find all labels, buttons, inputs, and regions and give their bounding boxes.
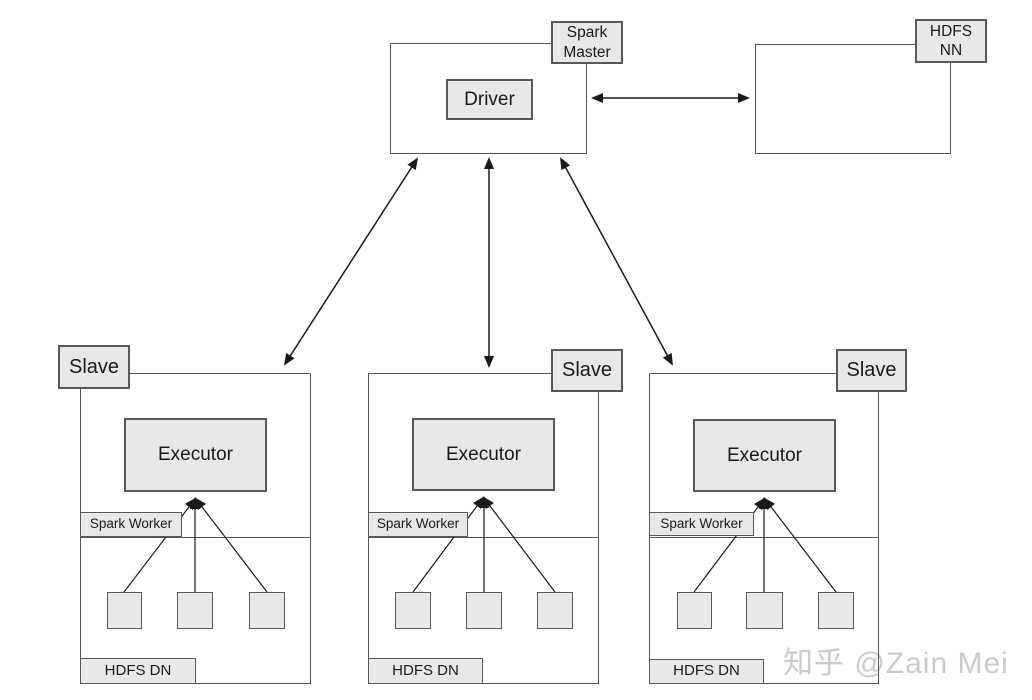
driver-box: Driver bbox=[446, 79, 533, 120]
spark-master-label-box: Spark Master bbox=[551, 21, 623, 64]
slave2-hdfs-dn-label: HDFS DN bbox=[392, 661, 459, 679]
slave2-task-box-3 bbox=[537, 592, 573, 629]
slave3-spark-worker-label: Spark Worker bbox=[660, 515, 743, 531]
slave3-label: Slave bbox=[846, 359, 897, 381]
slave2-spark-worker-label: Spark Worker bbox=[376, 516, 460, 532]
slave1-label: Slave bbox=[68, 355, 120, 378]
spark-master-label-line2: Master bbox=[563, 43, 611, 61]
slave3-task-box-3 bbox=[818, 592, 854, 629]
slave3-executor-box: Executor bbox=[693, 419, 836, 492]
slave2-label: Slave bbox=[561, 359, 613, 381]
arrow-driver-slave3 bbox=[560, 157, 673, 366]
slave1-task-box-1 bbox=[107, 592, 142, 629]
spark-master-node-box bbox=[390, 43, 587, 154]
slave2-spark-worker-label-box: Spark Worker bbox=[368, 512, 468, 537]
slave3-spark-worker-label-box: Spark Worker bbox=[649, 512, 754, 536]
line-slave2-task1-executor bbox=[412, 496, 485, 593]
arrow-driver-slave1 bbox=[283, 157, 419, 366]
hdfs-nn-label-box: HDFS NN bbox=[915, 19, 987, 63]
slave1-hdfs-dn-label-box: HDFS DN bbox=[80, 658, 196, 684]
slave1-task-box-2 bbox=[177, 592, 213, 629]
line-slave3-task3-executor bbox=[763, 497, 837, 593]
slave3-task-box-2 bbox=[746, 592, 783, 629]
slave3-executor-label: Executor bbox=[727, 444, 802, 466]
hdfs-nn-label-line1: HDFS bbox=[929, 22, 973, 40]
slave2-label-box: Slave bbox=[551, 349, 623, 392]
slave1-spark-worker-label-box: Spark Worker bbox=[80, 512, 182, 537]
watermark: 知乎 @Zain Mei bbox=[783, 647, 1009, 680]
slave1-hdfs-dn-label: HDFS DN bbox=[104, 661, 172, 679]
line-slave1-task1-executor bbox=[123, 497, 197, 593]
spark-master-label-line1: Spark bbox=[566, 24, 608, 42]
driver-label: Driver bbox=[464, 88, 515, 110]
slave2-task-box-1 bbox=[395, 592, 431, 629]
slave3-hdfs-dn-label: HDFS DN bbox=[673, 662, 740, 680]
slave3-task-box-1 bbox=[677, 592, 712, 629]
slave1-executor-box: Executor bbox=[124, 418, 267, 492]
slave2-task-box-2 bbox=[466, 592, 502, 629]
hdfs-nn-label-line2: NN bbox=[939, 42, 963, 59]
slave2-executor-label: Executor bbox=[446, 443, 521, 465]
line-slave2-task3-executor bbox=[482, 496, 556, 593]
slave1-executor-label: Executor bbox=[158, 444, 233, 466]
slave3-hdfs-dn-label-box: HDFS DN bbox=[649, 659, 764, 684]
slave2-hdfs-dn-label-box: HDFS DN bbox=[368, 658, 483, 684]
hdfs-namenode-box bbox=[755, 44, 951, 154]
slave3-label-box: Slave bbox=[836, 349, 907, 392]
slave2-executor-box: Executor bbox=[412, 418, 555, 491]
slave1-task-box-3 bbox=[249, 592, 285, 629]
line-slave1-task3-executor bbox=[194, 497, 268, 593]
slave1-spark-worker-label: Spark Worker bbox=[89, 516, 173, 532]
slave1-label-box: Slave bbox=[58, 345, 130, 389]
